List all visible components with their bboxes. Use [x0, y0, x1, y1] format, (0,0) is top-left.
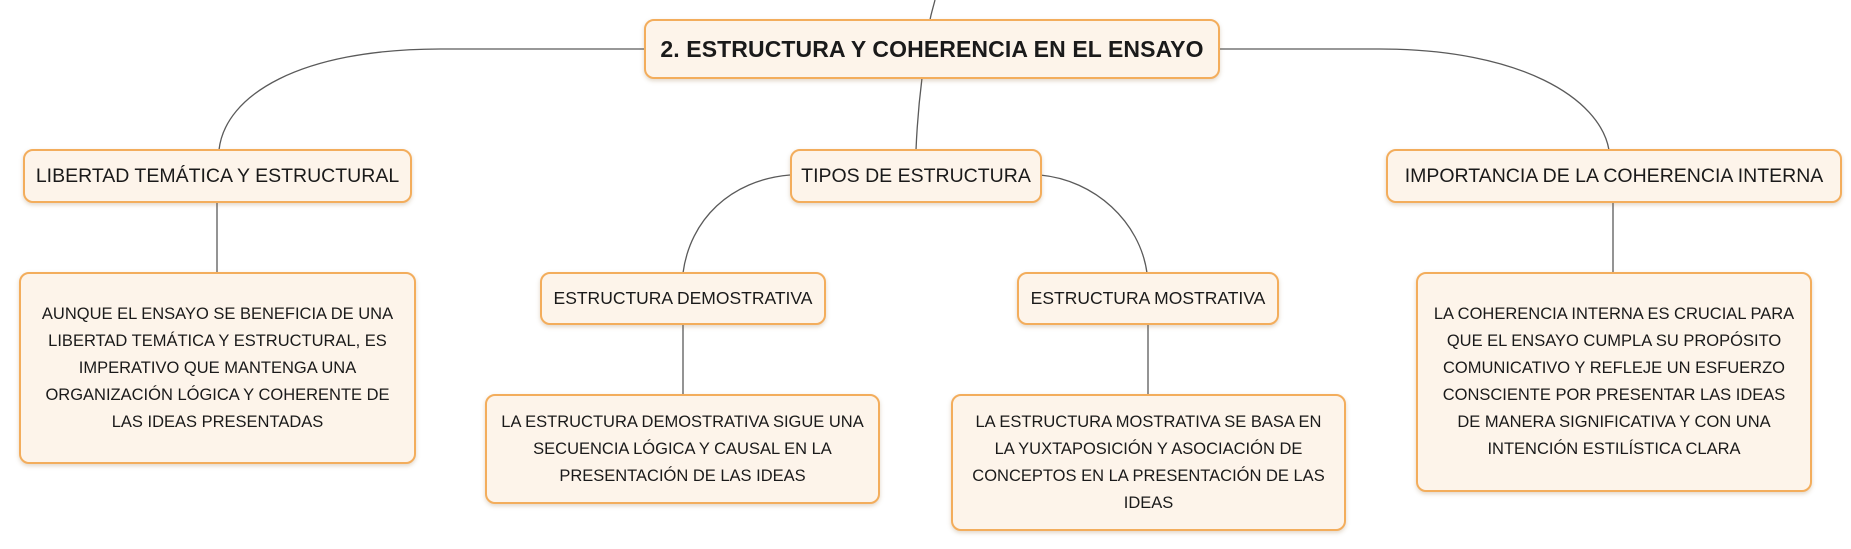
connector-root-to-coherence [1219, 48, 1610, 151]
root-node-label: 2. ESTRUCTURA Y COHERENCIA EN EL ENSAYO [660, 35, 1204, 62]
subtopic-node-estructura-mostrativa[interactable]: ESTRUCTURA MOSTRATIVA [1017, 272, 1279, 325]
topic-node-tipos-de-estructura[interactable]: TIPOS DE ESTRUCTURA [790, 149, 1042, 203]
topic-node-coherencia-interna[interactable]: IMPORTANCIA DE LA COHERENCIA INTERNA [1386, 149, 1842, 203]
connector-parent-to-root [929, 0, 936, 21]
connector-root-to-freedom [218, 48, 646, 151]
connector-root-to-types [915, 77, 923, 151]
detail-node-libertad-tematica[interactable]: AUNQUE EL ENSAYO SE BENEFICIA DE UNA LIB… [19, 272, 416, 464]
detail-node-coherencia-interna[interactable]: LA COHERENCIA INTERNA ES CRUCIAL PARA QU… [1416, 272, 1812, 492]
root-node[interactable]: 2. ESTRUCTURA Y COHERENCIA EN EL ENSAYO [644, 19, 1220, 79]
connector-types-to-mostrative [1039, 174, 1148, 274]
connector-types-to-demonstrative [682, 174, 791, 274]
topic-node-libertad-tematica[interactable]: LIBERTAD TEMÁTICA Y ESTRUCTURAL [23, 149, 412, 203]
subtopic-node-label: ESTRUCTURA MOSTRATIVA [1030, 288, 1266, 308]
topic-node-label: TIPOS DE ESTRUCTURA [801, 164, 1031, 187]
detail-node-text: LA ESTRUCTURA MOSTRATIVA SE BASA EN LA Y… [972, 412, 1325, 512]
subtopic-node-estructura-demostrativa[interactable]: ESTRUCTURA DEMOSTRATIVA [540, 272, 826, 325]
topic-node-label: LIBERTAD TEMÁTICA Y ESTRUCTURAL [35, 164, 400, 187]
subtopic-node-label: ESTRUCTURA DEMOSTRATIVA [553, 288, 813, 308]
detail-node-estructura-demostrativa[interactable]: LA ESTRUCTURA DEMOSTRATIVA SIGUE UNA SEC… [485, 394, 880, 504]
detail-node-text: AUNQUE EL ENSAYO SE BENEFICIA DE UNA LIB… [41, 304, 394, 431]
detail-node-estructura-mostrativa[interactable]: LA ESTRUCTURA MOSTRATIVA SE BASA EN LA Y… [951, 394, 1346, 531]
detail-node-text: LA ESTRUCTURA DEMOSTRATIVA SIGUE UNA SEC… [501, 412, 864, 485]
detail-node-text: LA COHERENCIA INTERNA ES CRUCIAL PARA QU… [1433, 305, 1795, 458]
topic-node-label: IMPORTANCIA DE LA COHERENCIA INTERNA [1404, 164, 1824, 187]
